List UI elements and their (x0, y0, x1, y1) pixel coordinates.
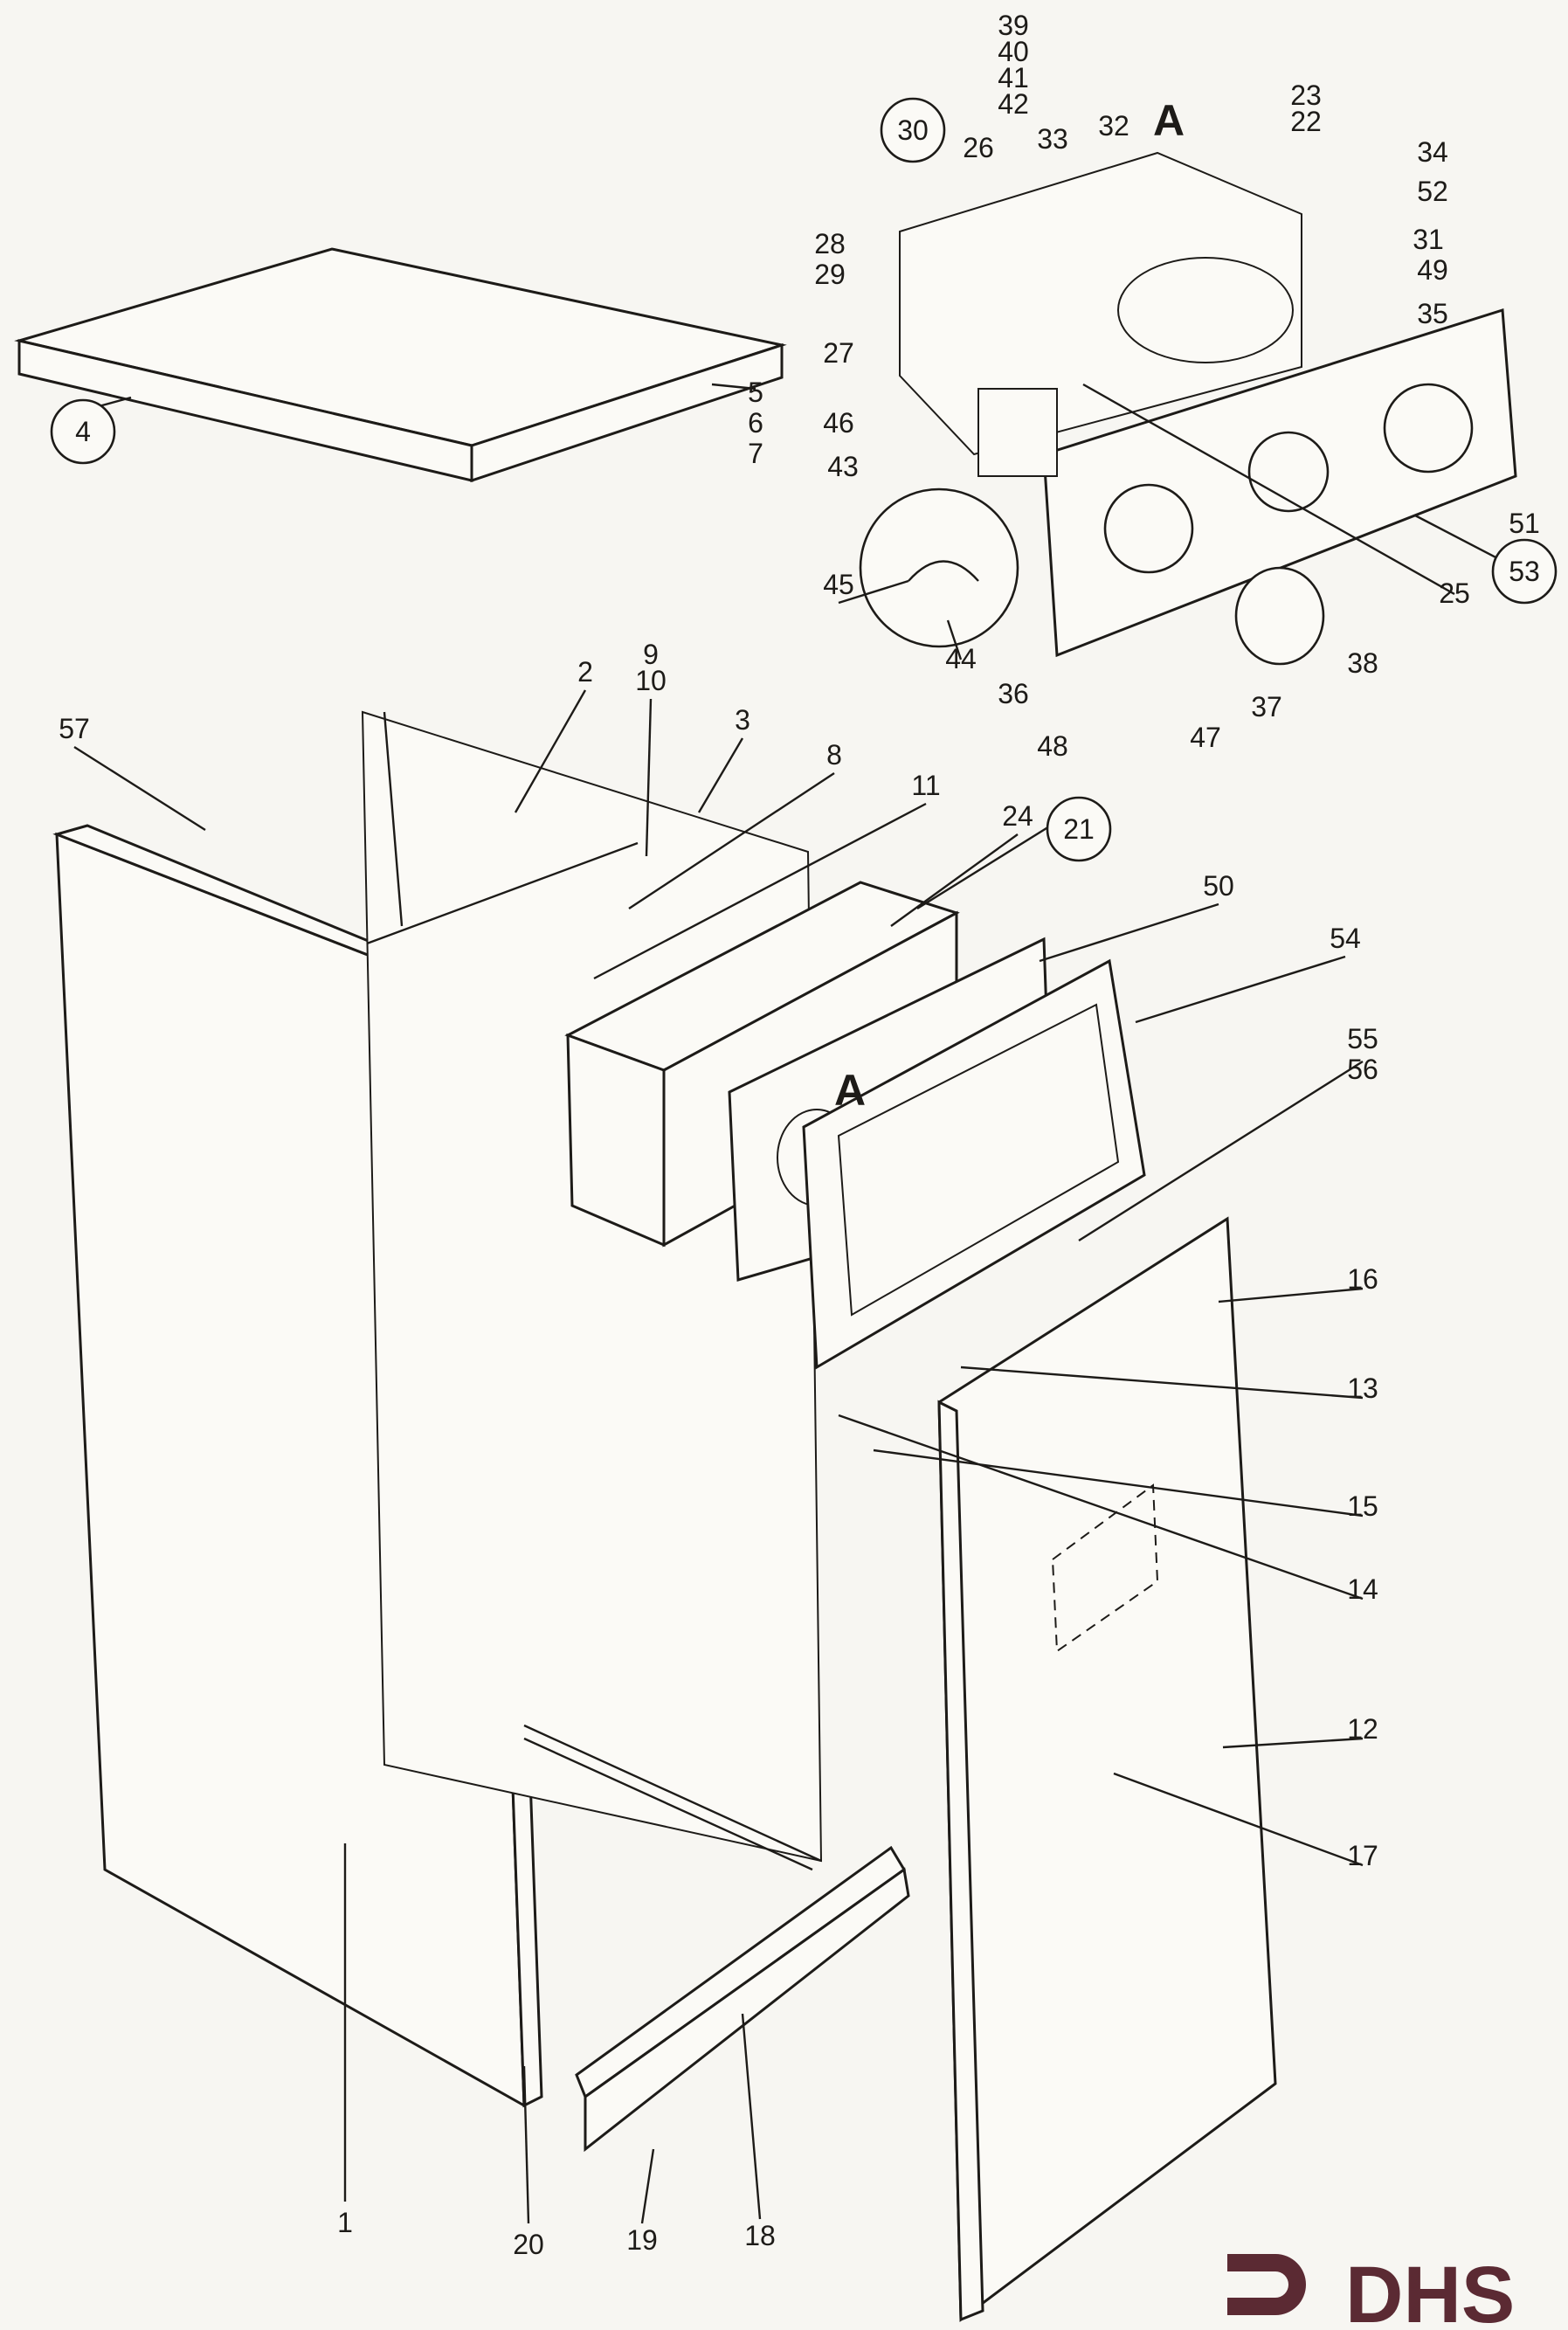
callout-13: 13 (1347, 1372, 1378, 1404)
callout-49: 49 (1417, 254, 1448, 286)
leader-line (73, 745, 206, 832)
leader-line (741, 2013, 762, 2220)
callout-18: 18 (744, 2220, 776, 2251)
callout-3: 3 (735, 704, 750, 736)
callout-23: 23 (1290, 80, 1322, 111)
callout-28: 28 (814, 228, 846, 259)
view-marker-a: A (1153, 96, 1185, 145)
door-panel (937, 1216, 1277, 2322)
leader-line (873, 1448, 1364, 1518)
callout-57: 57 (59, 713, 90, 744)
callout-16: 16 (1347, 1263, 1378, 1295)
callout-33: 33 (1037, 123, 1068, 155)
callout-45: 45 (823, 569, 854, 600)
view-marker-a: A (834, 1066, 866, 1115)
callout-55: 55 (1347, 1023, 1378, 1054)
callout-38: 38 (1347, 647, 1378, 679)
callout-12: 12 (1347, 1713, 1378, 1745)
logo-text: DHS (1345, 2250, 1515, 2330)
callout-2: 2 (577, 656, 593, 688)
callout-52: 52 (1417, 176, 1448, 207)
dhs-logo: DHS (1227, 2250, 1515, 2330)
logo-mark (1227, 2254, 1306, 2315)
callout-37: 37 (1251, 691, 1282, 723)
callout-circle (1046, 796, 1112, 862)
callout-41: 41 (998, 62, 1029, 93)
leader-line (946, 619, 963, 660)
leader-line (593, 802, 927, 980)
callout-42: 42 (998, 88, 1029, 120)
callout-30: 30 (897, 114, 929, 146)
callout-4: 4 (75, 416, 91, 447)
leader-line (697, 737, 744, 813)
callout-circle (1491, 538, 1558, 605)
callout-8: 8 (826, 739, 842, 771)
callout-46: 46 (823, 407, 854, 439)
callout-47: 47 (1190, 722, 1221, 753)
callout-29: 29 (814, 259, 846, 290)
leader-line (711, 383, 756, 391)
callout-26: 26 (963, 132, 994, 163)
callout-34: 34 (1417, 136, 1448, 168)
callout-40: 40 (998, 36, 1029, 67)
callout-43: 43 (827, 451, 859, 482)
leader-line (522, 2065, 530, 2224)
callout-7: 7 (748, 438, 763, 469)
callout-36: 36 (998, 678, 1029, 709)
callout-50: 50 (1203, 870, 1234, 902)
leader-line (628, 771, 835, 910)
leader-line (645, 698, 653, 857)
callout-circle (880, 97, 946, 163)
leader-line (514, 689, 587, 813)
bottom-rail (575, 1845, 910, 2153)
callout-labels: 1234567891011121314151617181920212223242… (50, 10, 1558, 2260)
front-frame (802, 958, 1146, 1370)
callout-44: 44 (945, 643, 977, 674)
leader-line (1218, 1287, 1364, 1303)
leader-line (838, 579, 909, 605)
callout-10: 10 (635, 665, 667, 696)
callout-27: 27 (823, 337, 854, 369)
leader-line (960, 1366, 1364, 1400)
callout-51: 51 (1509, 508, 1540, 539)
leader-line (1039, 902, 1219, 963)
leader-line (1113, 1772, 1364, 1867)
callout-1: 1 (337, 2207, 353, 2238)
callout-14: 14 (1347, 1573, 1378, 1605)
component-deck (899, 151, 1302, 477)
callout-53: 53 (1509, 556, 1540, 587)
callout-32: 32 (1098, 110, 1129, 142)
back-frame (361, 710, 823, 1871)
leader-line (1135, 955, 1346, 1024)
callout-17: 17 (1347, 1840, 1378, 1871)
callout-11: 11 (911, 770, 940, 801)
leader-line (1078, 1060, 1364, 1242)
detail-circle (859, 487, 1019, 648)
callout-22: 22 (1290, 106, 1322, 137)
callout-6: 6 (748, 407, 763, 439)
callout-54: 54 (1330, 923, 1361, 954)
control-panel (1042, 308, 1517, 666)
callout-19: 19 (626, 2224, 658, 2256)
callout-35: 35 (1417, 298, 1448, 329)
callout-25: 25 (1439, 577, 1470, 609)
callout-15: 15 (1347, 1490, 1378, 1522)
callout-21: 21 (1063, 813, 1095, 845)
callout-31: 31 (1413, 224, 1444, 255)
callout-48: 48 (1037, 730, 1068, 762)
leader-line (838, 1414, 1364, 1601)
leader-line (1222, 1737, 1364, 1749)
leader-line (1082, 383, 1455, 596)
top-lid (14, 247, 787, 483)
leader-line (640, 2148, 655, 2224)
callout-20: 20 (513, 2229, 544, 2260)
callout-56: 56 (1347, 1054, 1378, 1085)
callout-24: 24 (1002, 800, 1033, 832)
callout-5: 5 (748, 377, 763, 408)
callout-39: 39 (998, 10, 1029, 41)
callout-circle (50, 398, 116, 465)
leader-line (890, 833, 1019, 927)
callout-9: 9 (643, 639, 659, 670)
